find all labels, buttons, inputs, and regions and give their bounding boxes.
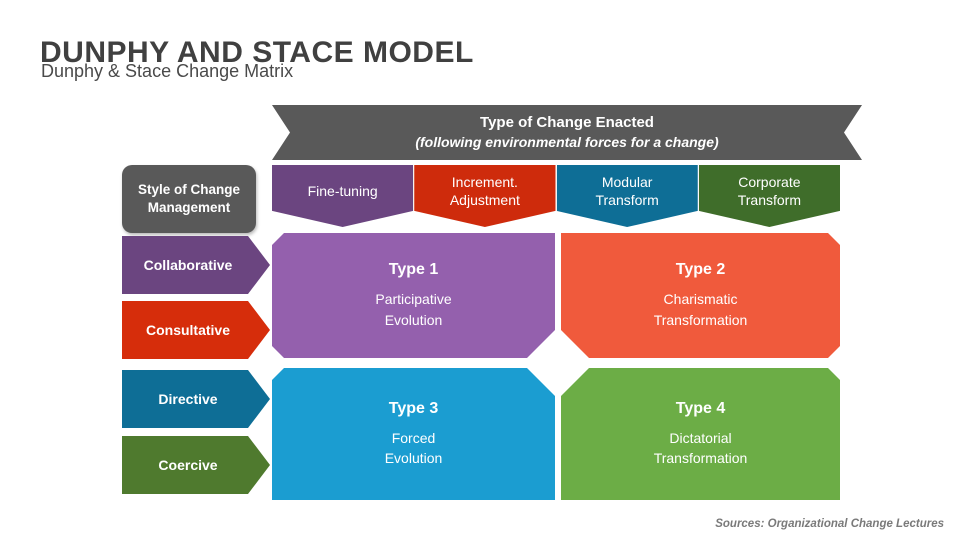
column-header-line1: Corporate	[738, 174, 801, 190]
column-header-line2: Adjustment	[449, 191, 520, 208]
banner-title: Type of Change Enacted	[480, 113, 654, 131]
source-footer: Sources: Organizational Change Lectures	[715, 518, 944, 530]
style-box-line2: Management	[147, 200, 231, 215]
row-label-directive[interactable]: Directive	[122, 370, 270, 428]
quadrant-desc-line2: Transformation	[653, 450, 748, 466]
style-box-line1: Style of Change	[137, 182, 240, 198]
column-header-line2: Transform	[595, 191, 659, 208]
column-header-row: Fine-tuning Increment. Adjustment Modula…	[272, 165, 840, 227]
column-header-corporate-transform[interactable]: Corporate Transform	[698, 165, 840, 227]
quadrant-desc-line1: Charismatic	[663, 291, 738, 308]
column-header-incremental-adjustment[interactable]: Increment. Adjustment	[414, 165, 556, 227]
row-label-text: Consultative	[145, 322, 230, 338]
row-label-text: Collaborative	[143, 257, 233, 273]
quadrant-type-3[interactable]: Type 3 Forced Evolution	[272, 368, 555, 500]
quadrant-desc-line1: Dictatorial	[669, 429, 732, 446]
quadrant-desc-line2: Evolution	[384, 450, 443, 466]
style-of-change-management-box: Style of Change Management	[122, 165, 256, 233]
row-label-coercive[interactable]: Coercive	[122, 436, 270, 494]
row-label-collaborative[interactable]: Collaborative	[122, 236, 270, 294]
row-label-consultative[interactable]: Consultative	[122, 301, 270, 359]
quadrant-title: Type 1	[388, 261, 439, 279]
page-subtitle: Dunphy & Stace Change Matrix	[41, 61, 294, 81]
quadrant-desc-line2: Transformation	[653, 311, 748, 328]
column-header-line1: Fine-tuning	[307, 182, 378, 199]
quadrant-title: Type 4	[675, 399, 726, 417]
row-label-text: Directive	[158, 391, 218, 407]
column-header-line1: Modular	[601, 174, 653, 190]
quadrant-desc-line1: Participative	[375, 291, 452, 308]
quadrant-title: Type 2	[675, 261, 726, 279]
quadrant-title: Type 3	[388, 399, 439, 417]
quadrant-desc-line1: Forced	[391, 429, 436, 446]
row-label-column: Collaborative Consultative Directive Coe…	[122, 236, 270, 500]
column-header-line1: Increment.	[451, 174, 518, 190]
quadrant-type-1[interactable]: Type 1 Participative Evolution	[272, 233, 555, 358]
quadrant-type-2[interactable]: Type 2 Charismatic Transformation	[561, 233, 840, 358]
page-title: DUNPHY AND STACE MODEL	[40, 36, 474, 70]
column-header-fine-tuning[interactable]: Fine-tuning	[272, 165, 414, 227]
row-label-text: Coercive	[158, 457, 218, 473]
change-type-banner: Type of Change Enacted (following enviro…	[272, 105, 862, 160]
quadrant-type-4[interactable]: Type 4 Dictatorial Transformation	[561, 368, 840, 500]
column-header-line2: Transform	[737, 191, 802, 208]
quadrant-desc-line2: Evolution	[384, 311, 443, 328]
column-header-modular-transform[interactable]: Modular Transform	[556, 165, 698, 227]
banner-subtitle: (following environmental forces for a ch…	[415, 133, 719, 150]
